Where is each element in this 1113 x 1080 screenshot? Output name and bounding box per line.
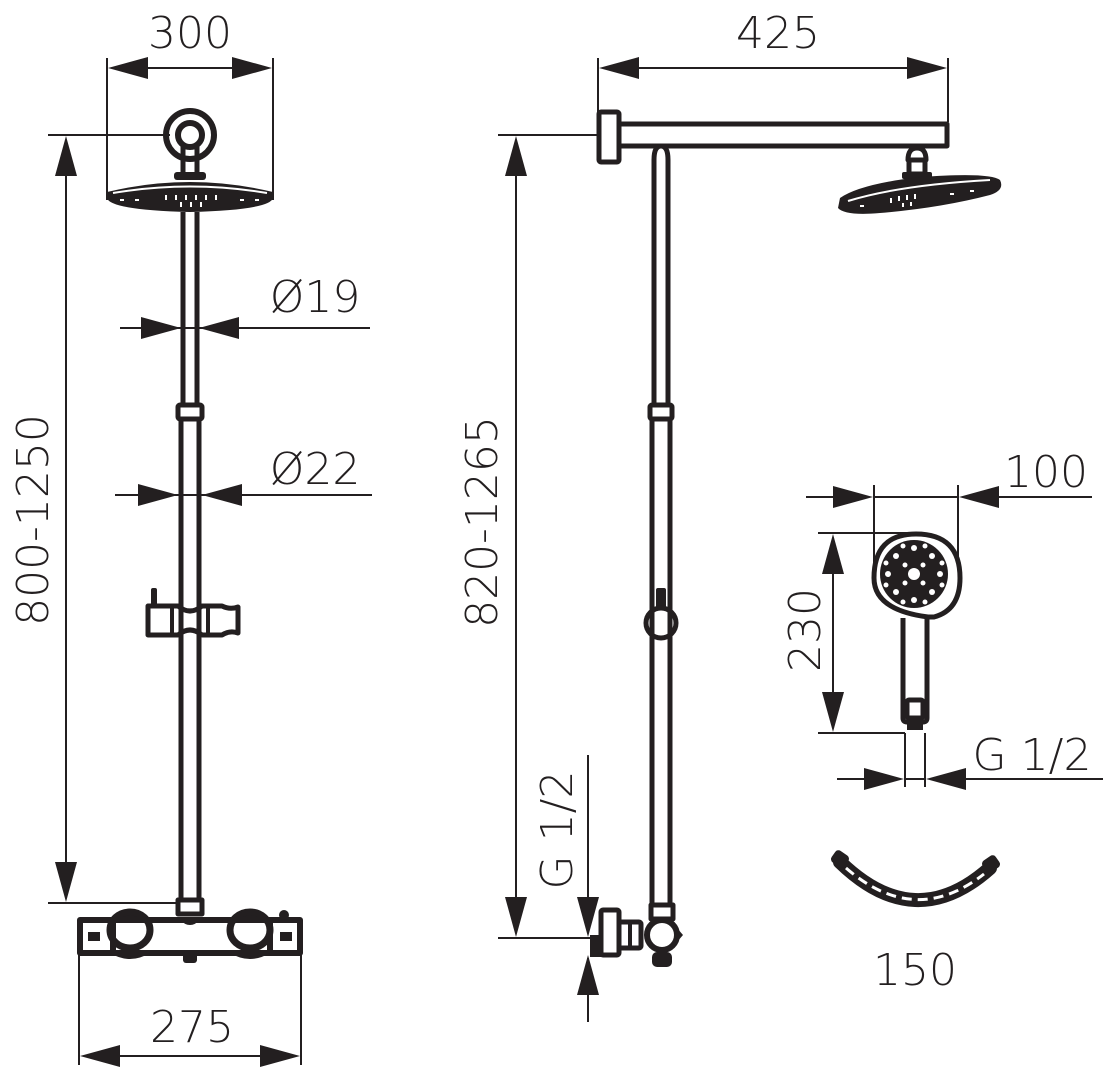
lower-pipe-diameter-dimension: Ø22 (115, 444, 372, 506)
lower-pipe-diameter-label: Ø22 (270, 444, 361, 495)
hand-thread-label: G 1/2 (973, 730, 1092, 781)
hand-shower-view: 100 (780, 447, 1103, 790)
hand-head-diameter-label: 100 (1004, 447, 1088, 498)
side-holder (643, 588, 679, 641)
shower-arm (596, 109, 950, 165)
inlet-thread-dimension-side: G 1/2 (532, 755, 599, 1022)
hand-shower-head (871, 531, 963, 620)
upper-pipe-diameter-label: Ø19 (270, 272, 361, 323)
height-side-label: 820-1265 (457, 416, 508, 628)
upper-pipe-diameter-dimension: Ø19 (120, 272, 370, 339)
mixer-width-dimension: 275 (78, 953, 302, 1067)
head-width-dimension: 300 (106, 8, 274, 200)
pipe-coupling (175, 402, 205, 422)
wall-bracket (163, 108, 217, 180)
hand-shower-handle (900, 618, 930, 730)
height-dimension-front: 800-1250 (8, 134, 180, 904)
thermostatic-mixer (77, 897, 303, 963)
inlet-thread-side-label: G 1/2 (532, 771, 583, 890)
mixer-width-label: 275 (150, 1002, 234, 1053)
lower-pipe (178, 419, 202, 900)
hand-head-diameter-dimension: 100 (806, 447, 1092, 580)
upper-pipe (180, 212, 200, 405)
hand-shower-holder (145, 588, 241, 638)
side-overhead-shower-head (838, 145, 1002, 214)
side-upper-pipe (651, 143, 671, 405)
hand-length-label: 230 (780, 588, 831, 672)
overhead-shower-head (107, 182, 273, 212)
height-front-label: 800-1250 (8, 414, 59, 626)
hand-length-dimension: 230 (780, 532, 915, 734)
hose-length-label: 150 (873, 945, 957, 996)
side-pipe-coupling (647, 402, 675, 422)
side-mixer-valve (590, 902, 683, 967)
height-dimension-side: 820-1265 (457, 134, 598, 939)
arm-length-label: 425 (736, 8, 820, 59)
head-width-label: 300 (148, 8, 232, 59)
side-view: 425 (457, 8, 1002, 1022)
hand-thread-dimension: G 1/2 (837, 730, 1103, 790)
front-view: 300 (8, 8, 372, 1067)
arm-length-dimension: 425 (597, 8, 949, 122)
side-lower-pipe (649, 419, 673, 905)
shower-hose: 150 (831, 850, 1000, 996)
